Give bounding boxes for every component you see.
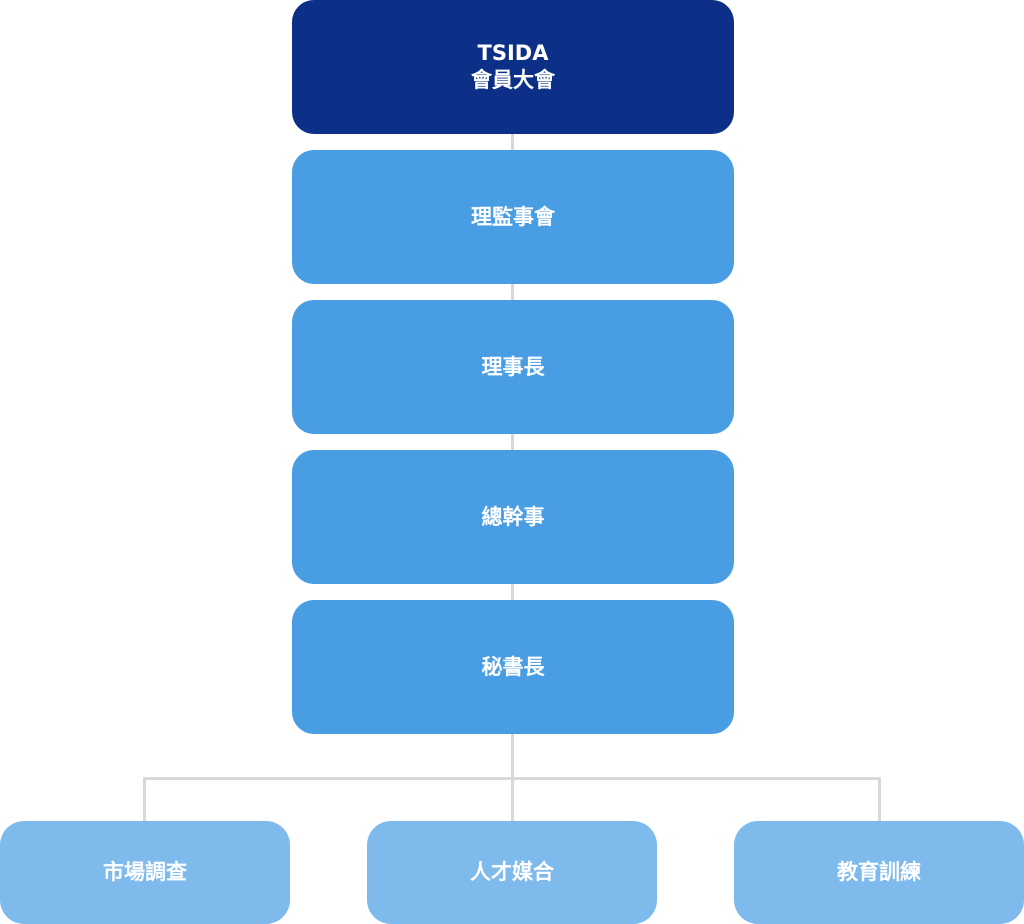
department-talent-matching-box: 人才媒合 — [367, 821, 657, 924]
general-assembly-label: 會員大會 — [471, 68, 555, 92]
connector-department-2 — [511, 777, 514, 825]
general-director-label: 總幹事 — [481, 504, 545, 529]
department-talent-matching-label: 人才媒合 — [470, 860, 554, 884]
secretary-general-label: 秘書長 — [481, 654, 545, 679]
department-training-box: 教育訓練 — [734, 821, 1024, 924]
chairman-box: 理事長 — [292, 300, 734, 434]
general-director-box: 總幹事 — [292, 450, 734, 584]
department-market-research-label: 市場調查 — [103, 860, 187, 884]
board-label: 理監事會 — [471, 204, 555, 229]
department-market-research-box: 市場調查 — [0, 821, 290, 924]
organization-name: TSIDA — [477, 41, 549, 65]
connector-department-3 — [878, 777, 881, 825]
secretary-general-box: 秘書長 — [292, 600, 734, 734]
chairman-label: 理事長 — [481, 354, 545, 379]
board-box: 理監事會 — [292, 150, 734, 284]
department-training-label: 教育訓練 — [837, 860, 921, 884]
general-assembly-box: TSIDA 會員大會 — [292, 0, 734, 134]
connector-department-1 — [143, 777, 146, 825]
